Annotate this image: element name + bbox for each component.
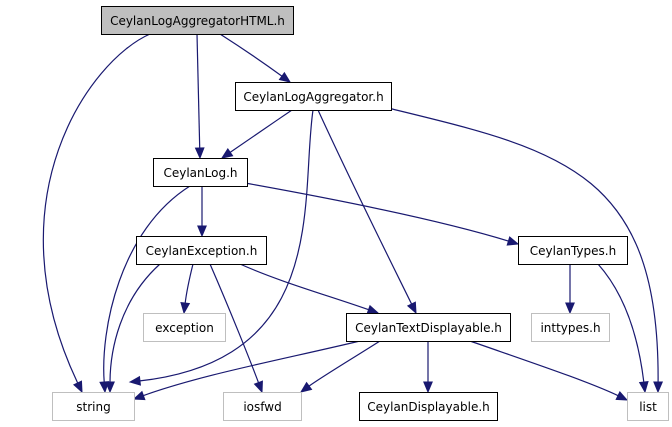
edge-root-to-string bbox=[42, 33, 151, 394]
edge-textdisp-to-displayable bbox=[423, 341, 433, 394]
node-label: string bbox=[76, 400, 110, 414]
arrow-head-icon bbox=[132, 390, 146, 401]
arrow-head-icon bbox=[406, 301, 417, 315]
node-root[interactable]: CeylanLogAggregatorHTML.h bbox=[101, 6, 294, 35]
node-box bbox=[235, 82, 392, 111]
edge-line bbox=[142, 340, 361, 397]
node-displayable[interactable]: CeylanDisplayable.h bbox=[359, 392, 498, 421]
node-aggregator[interactable]: CeylanLogAggregator.h bbox=[235, 82, 392, 111]
edge-exception_h-to-textdisp bbox=[239, 263, 380, 315]
arrow-head-icon bbox=[220, 147, 234, 159]
node-label: CeylanTextDisplayable.h bbox=[355, 321, 502, 335]
node-label: inttypes.h bbox=[540, 321, 600, 335]
edge-line bbox=[219, 33, 284, 78]
node-box bbox=[223, 392, 302, 421]
edge-line bbox=[307, 340, 381, 388]
edge-exception_h-to-string bbox=[105, 263, 161, 394]
node-box bbox=[518, 236, 628, 265]
node-box bbox=[346, 313, 511, 342]
edge-line bbox=[239, 263, 370, 311]
edge-line bbox=[597, 263, 645, 384]
node-box bbox=[143, 313, 226, 342]
arrow-head-icon bbox=[197, 225, 207, 238]
node-box bbox=[627, 392, 669, 421]
edge-line bbox=[103, 185, 191, 384]
node-std-exception: exception bbox=[143, 313, 226, 342]
nodes-layer: CeylanLogAggregatorHTML.hCeylanLogAggreg… bbox=[52, 6, 669, 421]
node-label: CeylanTypes.h bbox=[530, 244, 616, 258]
node-box bbox=[52, 392, 135, 421]
edge-line bbox=[469, 340, 620, 397]
arrow-head-icon bbox=[653, 381, 664, 394]
arrow-head-icon bbox=[194, 147, 205, 160]
edge-line bbox=[229, 109, 293, 154]
node-box bbox=[531, 313, 610, 342]
edge-exception_h-to-iosfwd bbox=[209, 263, 263, 394]
edge-textdisp-to-iosfwd bbox=[299, 340, 381, 393]
node-label: exception bbox=[155, 321, 214, 335]
arrow-head-icon bbox=[72, 380, 83, 394]
arrow-head-icon bbox=[638, 380, 649, 394]
node-inttypes: inttypes.h bbox=[531, 313, 610, 342]
node-box bbox=[359, 392, 498, 421]
arrow-head-icon bbox=[299, 381, 313, 393]
node-label: CeylanLogAggregator.h bbox=[243, 90, 383, 104]
edge-line bbox=[109, 263, 161, 384]
arrow-head-icon bbox=[565, 302, 575, 315]
edge-aggregator-to-list bbox=[387, 107, 664, 394]
node-box bbox=[101, 6, 294, 35]
arrow-head-icon bbox=[128, 375, 141, 386]
arrow-head-icon bbox=[366, 304, 380, 315]
edge-exception_h-to-std_exception bbox=[180, 263, 194, 315]
node-types[interactable]: CeylanTypes.h bbox=[518, 236, 628, 265]
node-label: iosfwd bbox=[243, 400, 281, 414]
edge-aggregator-to-textdisp bbox=[317, 109, 417, 315]
arrow-head-icon bbox=[180, 301, 191, 315]
edge-line bbox=[244, 182, 510, 242]
arrow-head-icon bbox=[615, 390, 629, 401]
edge-textdisp-to-list bbox=[469, 340, 629, 401]
edge-types-to-list bbox=[597, 263, 649, 394]
node-log[interactable]: CeylanLog.h bbox=[153, 158, 248, 187]
edge-line bbox=[138, 109, 314, 382]
arrow-head-icon bbox=[253, 380, 263, 394]
node-label: CeylanLog.h bbox=[163, 166, 237, 180]
node-label: list bbox=[639, 400, 657, 414]
node-label: CeylanLogAggregatorHTML.h bbox=[110, 14, 285, 28]
edge-line bbox=[42, 33, 151, 385]
arrow-head-icon bbox=[105, 381, 115, 394]
arrow-head-icon bbox=[278, 71, 292, 83]
edge-line bbox=[317, 109, 413, 306]
edge-textdisp-to-string bbox=[132, 340, 361, 401]
edge-log-to-string bbox=[99, 185, 191, 394]
edge-line bbox=[387, 107, 659, 384]
node-list: list bbox=[627, 392, 669, 421]
edge-line bbox=[209, 263, 260, 384]
node-iosfwd: iosfwd bbox=[223, 392, 302, 421]
node-label: CeylanException.h bbox=[146, 244, 258, 258]
edge-log-to-exception_h bbox=[197, 185, 207, 238]
edge-aggregator-to-string bbox=[128, 109, 314, 386]
node-textdisp[interactable]: CeylanTextDisplayable.h bbox=[346, 313, 511, 342]
edge-root-to-log bbox=[194, 33, 205, 160]
edge-log-to-types bbox=[244, 182, 520, 246]
arrow-head-icon bbox=[423, 381, 433, 394]
arrow-head-icon bbox=[506, 236, 520, 246]
node-box bbox=[136, 236, 267, 265]
edges-layer bbox=[42, 33, 664, 401]
edge-root-to-aggregator bbox=[219, 33, 292, 83]
node-string: string bbox=[52, 392, 135, 421]
edge-line bbox=[184, 263, 194, 305]
node-label: CeylanDisplayable.h bbox=[367, 400, 490, 414]
edge-aggregator-to-log bbox=[220, 109, 293, 159]
edge-line bbox=[196, 33, 201, 150]
edge-types-to-inttypes bbox=[565, 264, 575, 315]
node-exception-h[interactable]: CeylanException.h bbox=[136, 236, 267, 265]
node-box bbox=[153, 158, 248, 187]
